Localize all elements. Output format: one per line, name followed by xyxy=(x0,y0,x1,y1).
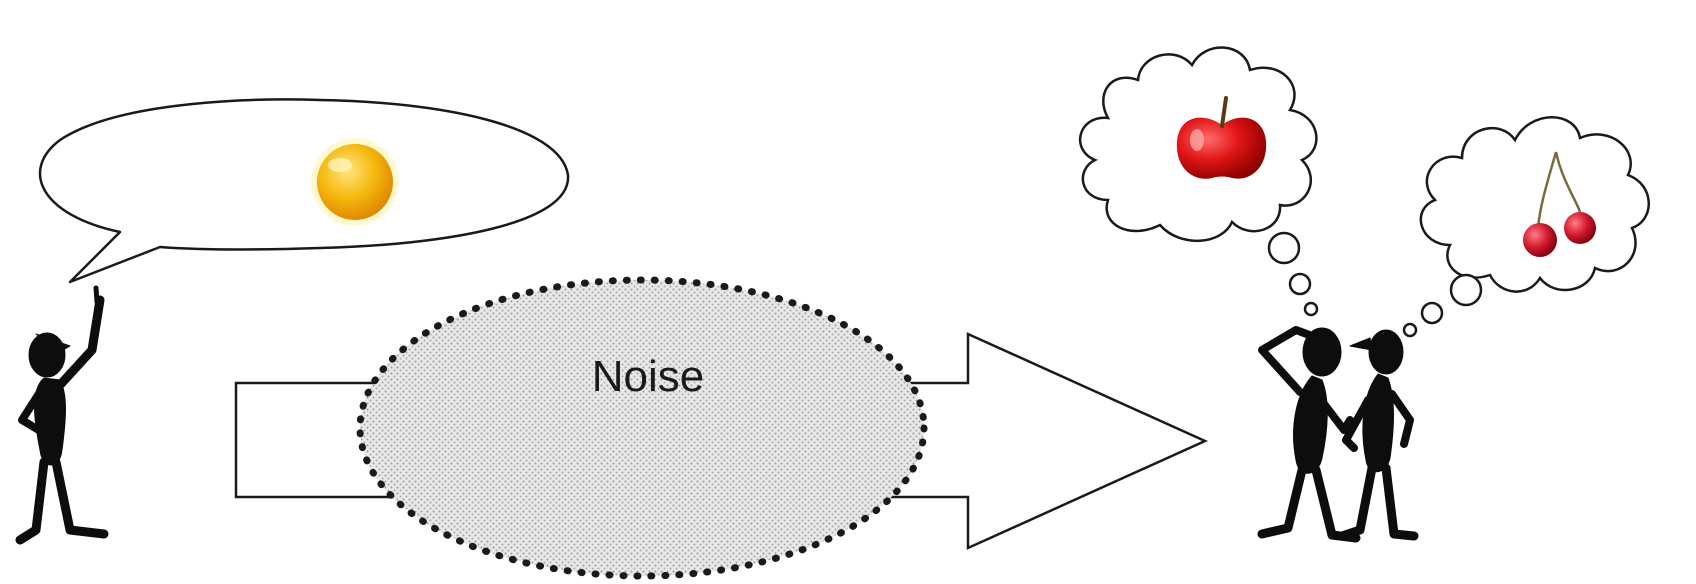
orange-fruit-icon xyxy=(311,138,399,226)
apple-icon xyxy=(1176,96,1267,179)
thought-bubble-apple xyxy=(1078,46,1319,317)
noise-label: Noise xyxy=(592,352,705,401)
noise-cloud: Noise xyxy=(356,276,928,580)
thought-bubble-cherries xyxy=(1402,116,1650,338)
person-thinking-icon xyxy=(1257,326,1361,543)
person-thinking-icon xyxy=(1337,329,1419,541)
cherries-icon xyxy=(1523,151,1596,257)
person-speaking-icon xyxy=(15,285,109,545)
speech-bubble xyxy=(38,98,570,284)
